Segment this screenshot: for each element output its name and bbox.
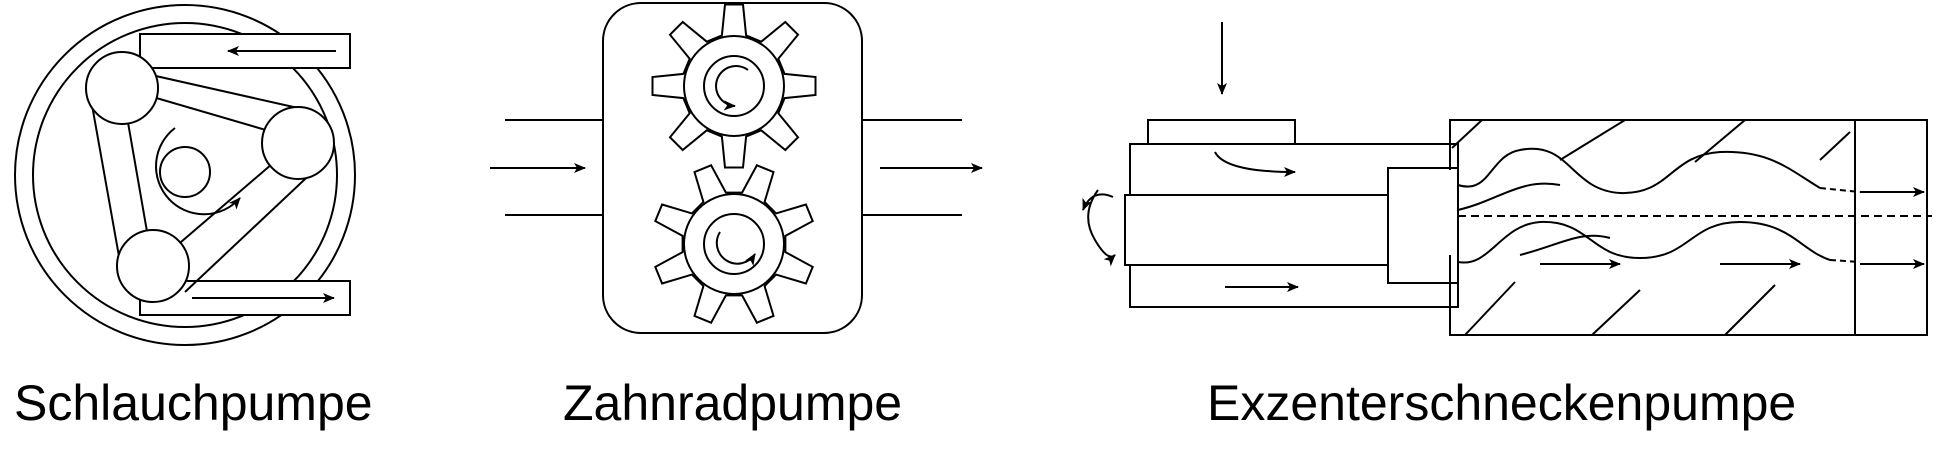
- outlet-flange: [1854, 119, 1928, 336]
- rotation-arrow: [155, 127, 241, 216]
- roller-carrier: [120, 86, 303, 268]
- rotor-middle-upper: [1457, 182, 1561, 211]
- roller-top: [85, 51, 159, 125]
- rotor-middle-lower: [1519, 234, 1611, 256]
- gear-top: [651, 3, 817, 169]
- screw-pump-drawing: [1082, 22, 1932, 336]
- gear-pump-drawing: [490, 2, 983, 334]
- pump-housing-outer: [14, 4, 356, 346]
- inlet-port: [1147, 119, 1296, 145]
- gear-top-rotation: [715, 65, 749, 111]
- rotor-hub: [159, 146, 211, 198]
- roller-right: [261, 106, 335, 180]
- gear-bottom-rotation: [715, 231, 756, 266]
- hose-pump-drawing: [14, 4, 356, 346]
- gear-bottom: [654, 164, 814, 324]
- pump-housing-inner: [32, 22, 338, 328]
- shaft-rotation-arrow: [1087, 189, 1116, 267]
- drive-shaft: [1124, 194, 1389, 266]
- hose-pump-label: Schlauchpumpe: [14, 375, 373, 431]
- coupling-block: [1387, 167, 1459, 284]
- rotor-upper-curve: [1457, 147, 1821, 195]
- gear-pump-label: Zahnradpumpe: [563, 375, 903, 431]
- roller-bottom: [116, 229, 190, 303]
- screw-pump-label: Exzenterschneckenpumpe: [1207, 375, 1797, 431]
- rotor-lower-curve: [1457, 220, 1831, 264]
